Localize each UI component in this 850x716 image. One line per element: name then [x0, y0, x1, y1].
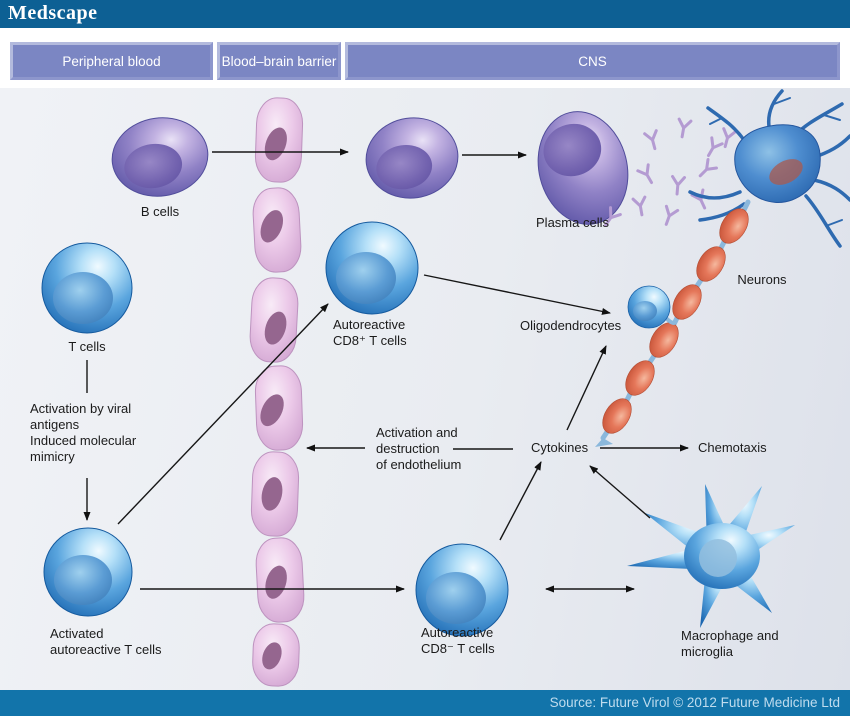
label-chemotaxis: Chemotaxis	[698, 440, 767, 455]
arrow-cd8pos-to-oligo	[423, 274, 611, 315]
neuron-body	[734, 124, 821, 203]
plasma-cell	[537, 111, 629, 225]
label-oligodendrocytes: Oligodendrocytes	[520, 318, 622, 333]
column-headers: Peripheral blood Blood–brain barrier CNS	[0, 28, 850, 88]
label-b-cells: B cells	[140, 204, 180, 219]
column-header-blood-brain-barrier: Blood–brain barrier	[217, 42, 341, 80]
source-text: Source: Future Virol © 2012 Future Medic…	[549, 695, 840, 710]
diagram-area: B cells Plasma cells Neurons T cells Act…	[0, 88, 850, 690]
arrow-macrophage-to-cytokines	[589, 465, 651, 519]
column-header-label: CNS	[578, 53, 607, 69]
column-header-peripheral-blood: Peripheral blood	[10, 42, 213, 80]
axon-myelin	[595, 199, 751, 447]
neuron	[595, 89, 850, 447]
neuron-nucleus	[769, 159, 803, 185]
arrows	[83, 148, 689, 593]
activated-t-cell	[43, 527, 133, 617]
label-t-cells: T cells	[68, 339, 106, 354]
oligodendrocyte-cell	[627, 285, 678, 329]
label-endothelium-destruction: Activation and destruction of endotheliu…	[376, 425, 462, 472]
label-plasma-cells: Plasma cells	[536, 215, 609, 230]
column-header-label: Peripheral blood	[62, 53, 161, 69]
label-macrophage-microglia: Macrophage and microglia	[681, 628, 779, 659]
label-activated-autoreactive-t: Activated autoreactive T cells	[50, 626, 162, 657]
label-autoreactive-cd8-pos: Autoreactive CD8⁺ T cells	[333, 317, 407, 348]
blood-brain-barrier-cells	[249, 97, 305, 687]
source-bar: Source: Future Virol © 2012 Future Medic…	[0, 690, 850, 716]
b-cell-cns	[365, 117, 459, 199]
column-header-cns: CNS	[345, 42, 840, 80]
cd8-pos-t-cell	[325, 221, 419, 315]
medscape-header-bar: Medscape	[0, 0, 850, 28]
macrophage-cell	[627, 484, 795, 628]
arrow-cd8neg-to-cytokines	[499, 461, 542, 541]
label-autoreactive-cd8-neg: Autoreactive CD8⁻ T cells	[421, 625, 495, 656]
arrow-activated-to-cd8pos	[117, 303, 329, 525]
medscape-logo: Medscape	[8, 2, 98, 24]
cd8-neg-t-cell	[415, 543, 509, 637]
label-activation-viral-antigens: Activation by viral antigens Induced mol…	[30, 401, 137, 464]
b-cell-peripheral	[111, 117, 209, 197]
t-cell	[41, 242, 133, 334]
diagram-artwork	[41, 89, 850, 687]
column-header-label: Blood–brain barrier	[221, 53, 337, 69]
label-neurons: Neurons	[737, 272, 787, 287]
label-cytokines: Cytokines	[531, 440, 589, 455]
arrow-cytokines-to-oligo	[566, 345, 607, 431]
